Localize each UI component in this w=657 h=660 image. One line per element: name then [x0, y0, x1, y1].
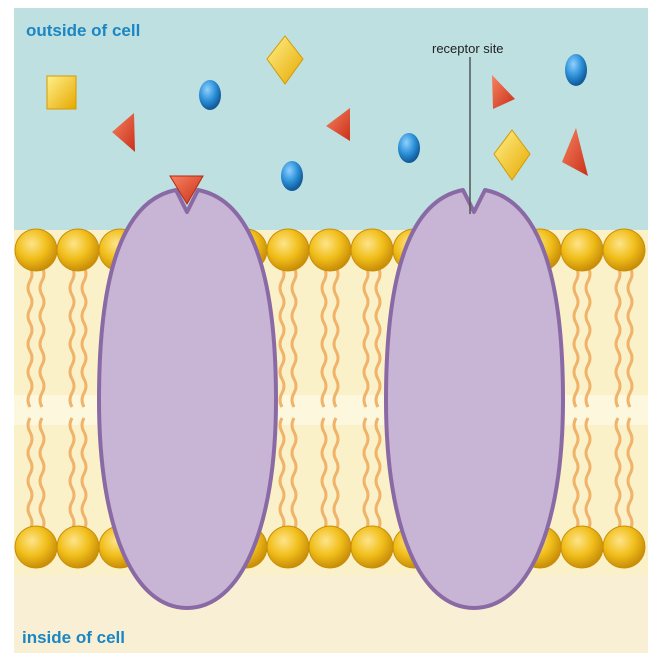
receptor-protein-right: [386, 190, 563, 608]
sphere-molecule: [281, 161, 303, 191]
phospholipid-head: [57, 229, 99, 271]
phospholipid-head: [309, 526, 351, 568]
phospholipid-head: [603, 526, 645, 568]
phospholipid-head: [351, 526, 393, 568]
sphere-molecule: [199, 80, 221, 110]
receptor-site-label: receptor site: [432, 41, 504, 56]
outside-fluid: [14, 8, 648, 230]
phospholipid-head: [603, 229, 645, 271]
square-molecule: [47, 76, 76, 109]
phospholipid-head: [351, 229, 393, 271]
phospholipid-head: [267, 229, 309, 271]
phospholipid-head: [15, 526, 57, 568]
outside-of-cell-label: outside of cell: [26, 21, 140, 40]
inside-of-cell-label: inside of cell: [22, 628, 125, 647]
phospholipid-head: [57, 526, 99, 568]
phospholipid-head: [267, 526, 309, 568]
phospholipid-head: [15, 229, 57, 271]
sphere-molecule: [398, 133, 420, 163]
phospholipid-head: [561, 229, 603, 271]
phospholipid-head: [309, 229, 351, 271]
phospholipid-head: [561, 526, 603, 568]
sphere-molecule: [565, 54, 587, 86]
receptor-protein-left: [99, 190, 276, 608]
